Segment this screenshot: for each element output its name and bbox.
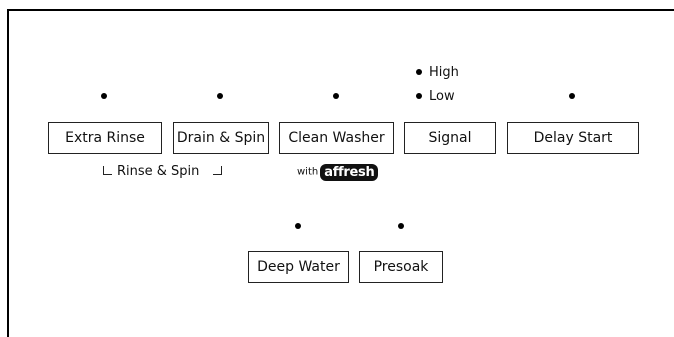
- deep-water-button[interactable]: Deep Water: [248, 251, 349, 283]
- signal-low-label: Low: [429, 89, 455, 104]
- rinse-spin-group-label: Rinse & Spin: [117, 164, 200, 179]
- group-bracket-right: [213, 166, 222, 175]
- signal-high-indicator-light: [416, 68, 422, 75]
- signal-high-label: High: [429, 65, 459, 80]
- extra-rinse-indicator-light: [101, 93, 107, 99]
- group-bracket-left: [103, 166, 112, 175]
- presoak-indicator-light: [398, 223, 404, 229]
- extra-rinse-button[interactable]: Extra Rinse: [48, 122, 162, 154]
- affresh-logo: affresh: [320, 164, 379, 181]
- delay-start-indicator-light: [569, 93, 575, 99]
- drain-spin-indicator-light: [217, 93, 223, 99]
- presoak-button[interactable]: Presoak: [359, 251, 443, 283]
- panel-left-border: [7, 9, 9, 337]
- clean-washer-indicator-light: [333, 93, 339, 99]
- clean-washer-button[interactable]: Clean Washer: [279, 122, 394, 154]
- delay-start-button[interactable]: Delay Start: [507, 122, 639, 154]
- deep-water-indicator-light: [295, 223, 301, 229]
- signal-level-high: High: [416, 65, 459, 81]
- signal-level-low: Low: [416, 89, 455, 105]
- with-label: with: [297, 166, 319, 178]
- drain-spin-button[interactable]: Drain & Spin: [173, 122, 269, 154]
- panel-top-border: [7, 9, 674, 11]
- signal-low-indicator-light: [416, 92, 422, 99]
- signal-button[interactable]: Signal: [404, 122, 496, 154]
